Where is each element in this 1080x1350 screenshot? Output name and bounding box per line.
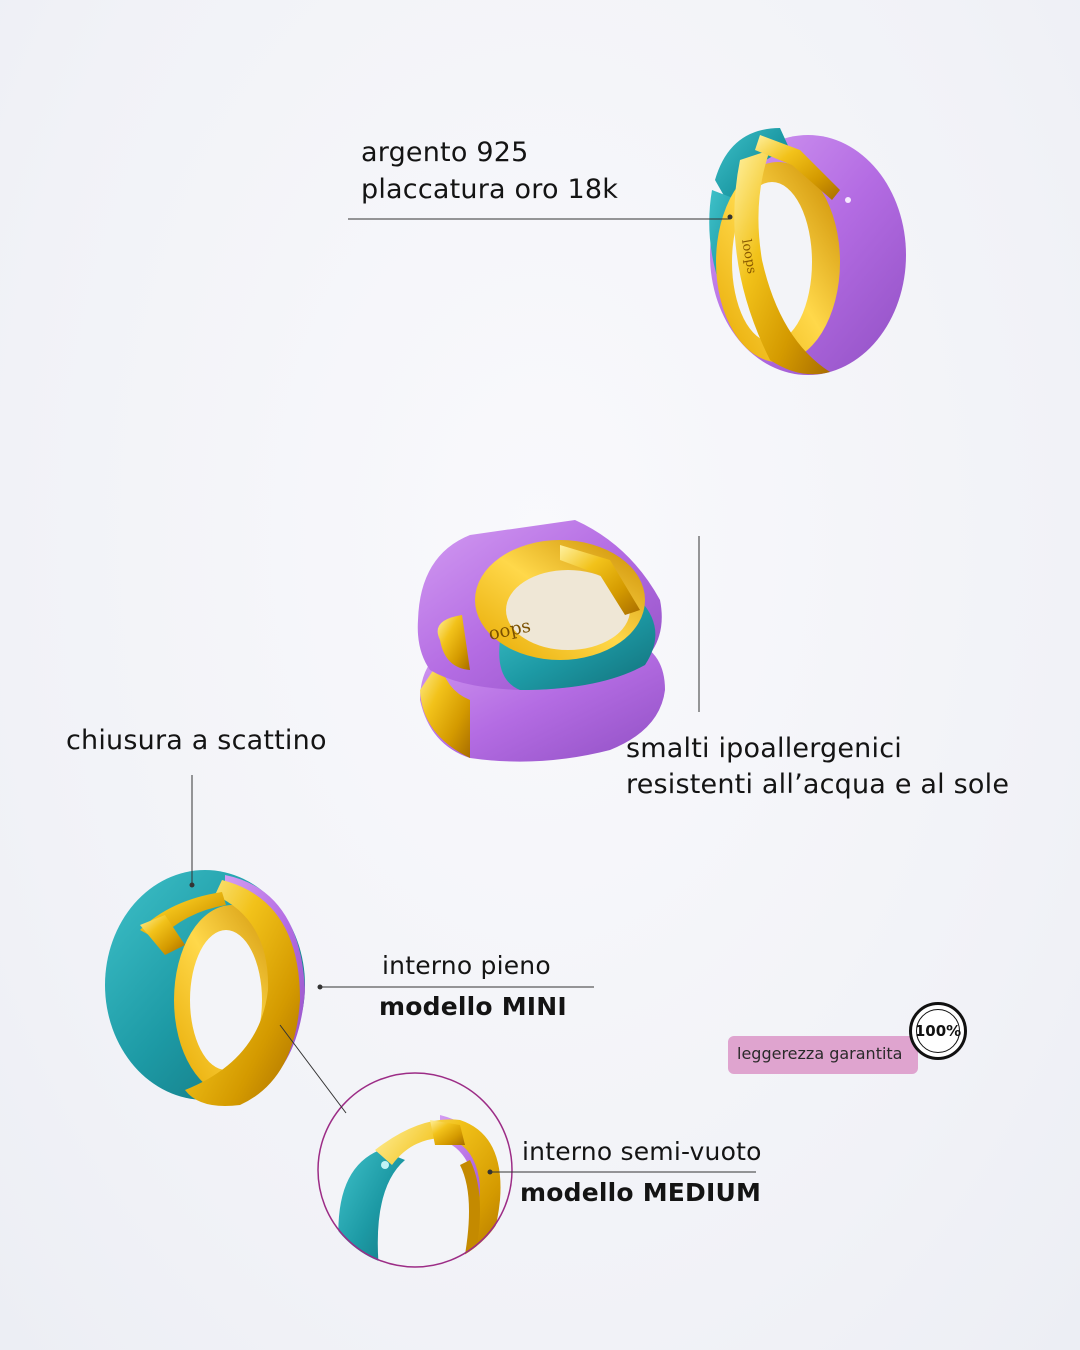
percent-badge-ring	[916, 1009, 960, 1053]
mini-earring-image	[105, 870, 305, 1106]
clasp-label: chiusura a scattino	[66, 725, 327, 756]
mini-model-label: modello MINI	[379, 992, 567, 1021]
zoom-leader-line	[279, 1024, 347, 1114]
svg-text:loops: loops	[738, 238, 759, 275]
enamel-label-line1: smalti ipoallergenici	[626, 733, 902, 764]
top-earring-image: loops	[709, 128, 906, 375]
enamel-label-line2: resistenti all’acqua e al sole	[626, 769, 1010, 800]
material-label-line1: argento 925	[361, 137, 529, 168]
stacked-earrings-image: oops	[417, 520, 665, 762]
lightness-badge-pill	[728, 1036, 918, 1074]
medium-model-label: modello MEDIUM	[520, 1178, 762, 1207]
lightness-badge-text: leggerezza garantita	[737, 1044, 903, 1063]
medium-desc-label: interno semi-vuoto	[522, 1137, 762, 1166]
mini-desc-label: interno pieno	[382, 951, 551, 980]
material-label-line2: placcatura oro 18k	[361, 174, 619, 205]
medium-detail-image	[317, 1072, 513, 1268]
percent-badge-circle: 100%	[909, 1002, 967, 1060]
percent-badge-text: 100%	[914, 1022, 962, 1040]
